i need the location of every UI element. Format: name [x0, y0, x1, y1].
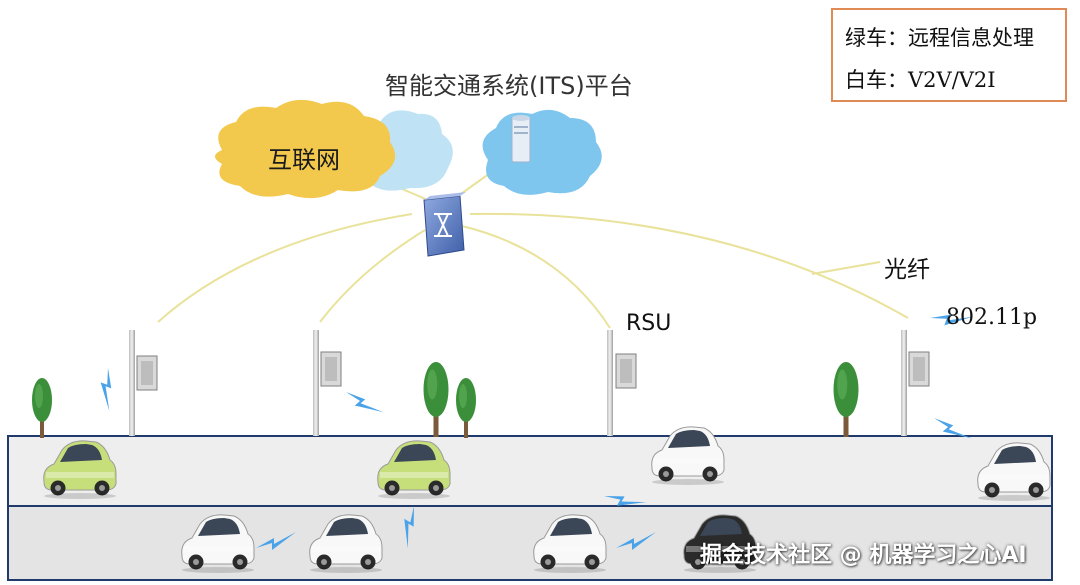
fiber-lines: [157, 165, 909, 329]
internet-label: 互联网: [268, 146, 340, 174]
rsu-label: RSU: [626, 311, 672, 336]
tree-icon: [833, 362, 859, 437]
rsu-pole-icon: [607, 330, 637, 436]
diagram-title: 智能交通系统(ITS)平台: [385, 72, 633, 100]
internet-cloud: [215, 99, 453, 199]
fiber-line-3: [461, 225, 611, 329]
tree-icon: [423, 362, 449, 437]
wireless-signal-icon: [344, 381, 384, 424]
network-switch-icon: [423, 192, 466, 257]
legend-white-car: 白车：V2V/V2I: [845, 68, 996, 92]
road: [7, 435, 1053, 581]
server-icon: [511, 115, 531, 163]
fiber-line-2: [319, 229, 426, 323]
fiber-line-4: [469, 212, 909, 319]
fiber-label: 光纤: [884, 257, 930, 283]
legend-green-car: 绿车：远程信息处理: [845, 26, 1034, 50]
rsu-pole-icon: [129, 330, 158, 436]
protocol-label: 802.11p: [946, 305, 1038, 330]
cloud-icon: [215, 99, 396, 199]
cloud-icon: [482, 109, 602, 195]
tree-icon: [456, 378, 476, 438]
tree-icon: [32, 378, 52, 438]
rsu-pole-icon: [901, 330, 930, 436]
fiber-line-1: [157, 213, 413, 323]
road-upper-lane: [7, 435, 1053, 507]
legend-box: 绿车：远程信息处理 白车：V2V/V2I: [831, 8, 1067, 102]
watermark: 掘金技术社区 @ 机器学习之心AI: [700, 543, 1027, 568]
fiber-label-leader: [811, 261, 881, 275]
its-platform-cloud: [482, 109, 602, 195]
rsu-pole-icon: [313, 330, 342, 436]
wireless-signal-icon: [92, 367, 124, 412]
